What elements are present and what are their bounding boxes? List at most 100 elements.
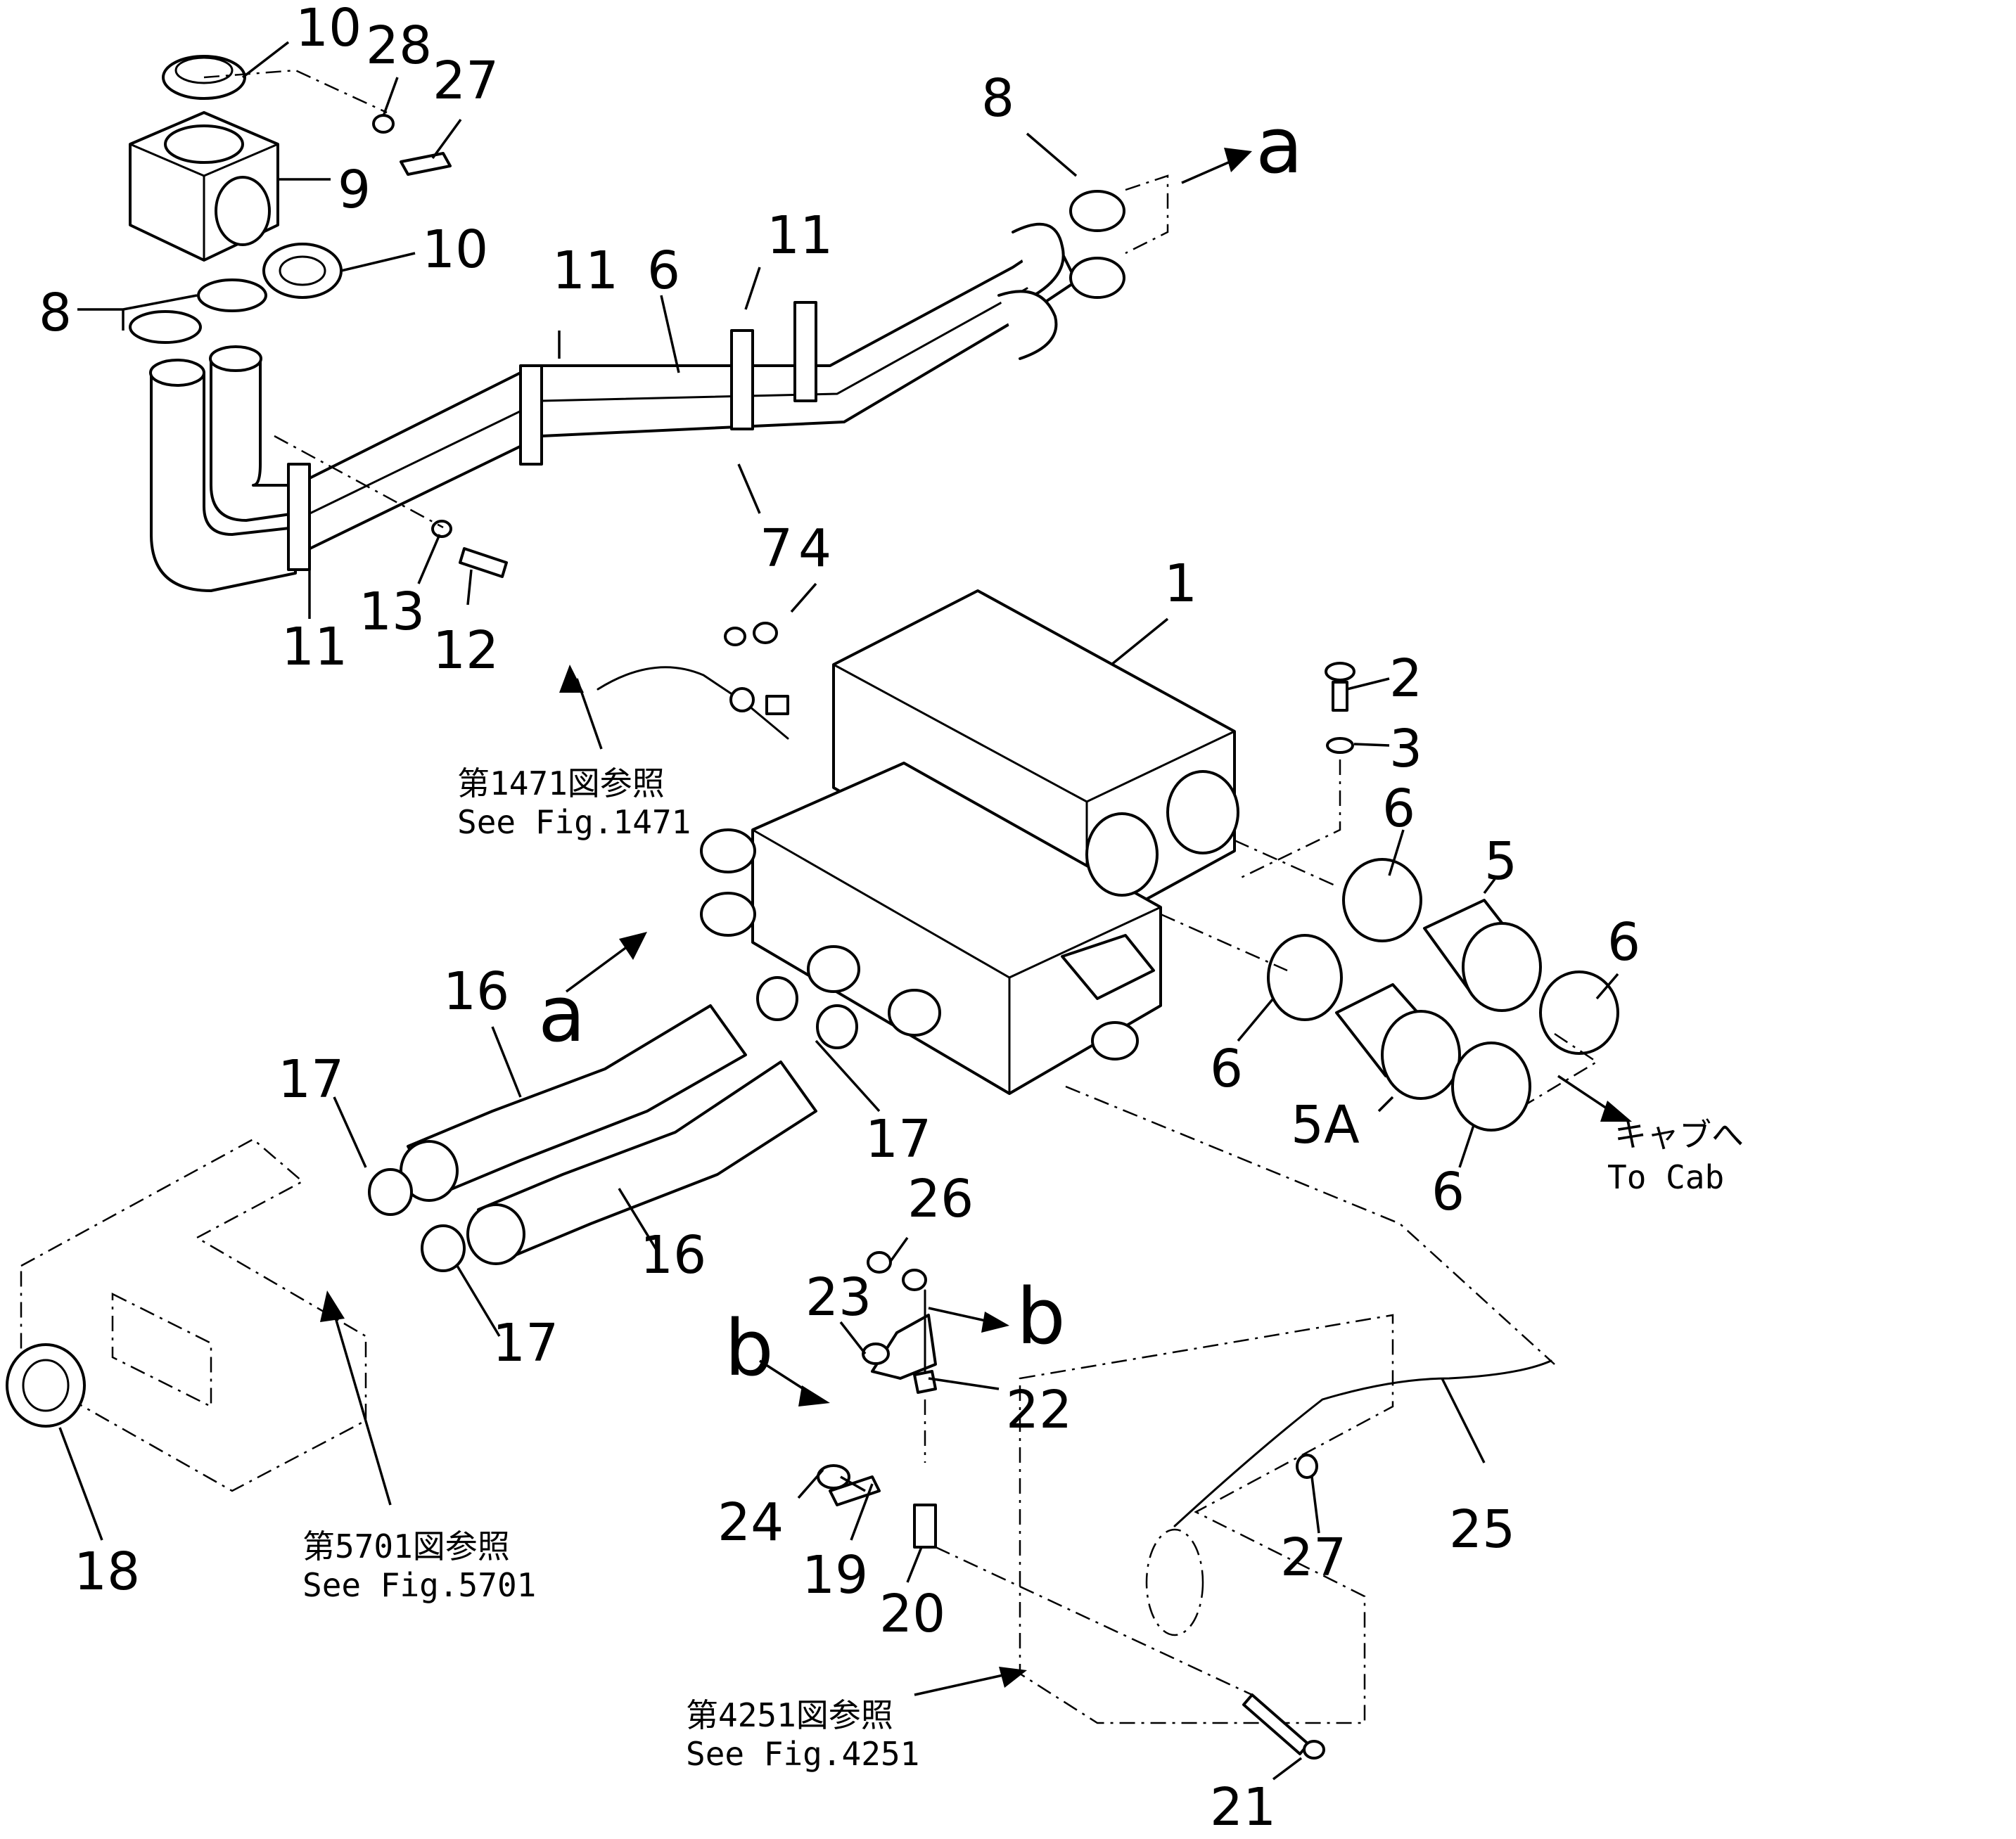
callout-9-left: 8 <box>39 283 72 343</box>
ref-1471-jp: 第1471図参照 <box>457 764 665 802</box>
outlet-round-b <box>1166 770 1239 854</box>
grommet-11-side <box>262 243 343 299</box>
callout-6-c: 6 <box>1210 1039 1243 1099</box>
washer-28 <box>372 114 395 134</box>
callout-6-d: 6 <box>1431 1162 1465 1222</box>
ref-5701-en: See Fig.5701 <box>302 1566 536 1604</box>
callout-28: 28 <box>366 15 432 76</box>
clamp-16-a <box>368 1168 413 1216</box>
band-12-a <box>519 364 543 466</box>
inlet-a <box>700 828 756 873</box>
connector-4 <box>724 627 746 646</box>
callout-12-b: 11 <box>767 205 833 266</box>
callout-16-c: 17 <box>865 1109 931 1170</box>
band-12-c <box>793 301 817 402</box>
callout-2: 2 <box>1389 648 1422 709</box>
bolt-22 <box>862 1343 890 1365</box>
clamp-9-right-a <box>1069 190 1125 232</box>
flow-letter-b-left: b <box>725 1303 774 1393</box>
pipe-elbow-left-outer <box>150 371 297 592</box>
clamp-9-right-b <box>1069 257 1125 299</box>
callout-20: 21 <box>1210 1777 1276 1838</box>
callout-27: 27 <box>433 51 499 111</box>
callout-10: 9 <box>338 160 371 220</box>
grommet-17 <box>6 1343 86 1428</box>
callout-12-c: 11 <box>281 617 347 677</box>
callout-7: 6 <box>647 241 680 301</box>
upper-duct-assembly <box>129 55 1169 592</box>
harness-wire <box>596 666 789 740</box>
callout-8: 7 <box>760 518 793 579</box>
callout-26: 27 <box>1280 1527 1346 1588</box>
callout-21: 22 <box>1006 1380 1072 1440</box>
bolt-20 <box>1242 1693 1310 1755</box>
control-cable-assembly <box>817 1085 1555 1760</box>
callout-15-a: 16 <box>443 961 509 1022</box>
callout-5: 5 <box>1484 831 1517 892</box>
clamp-6-a <box>1342 858 1422 942</box>
ref-4251-en: See Fig.4251 <box>686 1735 919 1773</box>
to-cab-en: To Cab <box>1607 1158 1724 1196</box>
callout-22: 23 <box>805 1267 872 1328</box>
frame-phantom-5701 <box>20 1138 367 1492</box>
flow-letter-b-right: b <box>1016 1271 1066 1361</box>
ref-5701-jp: 第5701図参照 <box>302 1527 510 1565</box>
callout-5A: 5A <box>1291 1095 1360 1155</box>
washer-3 <box>1326 737 1354 754</box>
flow-letters: a a b b <box>538 101 1303 1393</box>
flow-letter-a-left: a <box>538 969 585 1059</box>
water-valve <box>1061 934 1155 1000</box>
heater-lower-box <box>751 762 1162 1095</box>
callout-1: 1 <box>1164 553 1197 614</box>
callout-19: 20 <box>879 1584 945 1644</box>
callout-12-a: 11 <box>552 241 618 301</box>
leader-lines <box>58 41 1619 1781</box>
callout-24: 25 <box>1449 1499 1515 1560</box>
callout-11-side: 10 <box>422 219 488 280</box>
clamp-16-b <box>421 1224 466 1272</box>
cable-24 <box>1173 1359 1552 1527</box>
clamp-6-b <box>1267 934 1343 1021</box>
callout-15-b: 16 <box>640 1225 706 1286</box>
callout-18: 19 <box>802 1545 868 1606</box>
clamp-9-left-b <box>129 310 202 344</box>
ref-4251-jp: 第4251図参照 <box>686 1696 893 1734</box>
washer-14 <box>431 520 452 538</box>
callout-16-a: 17 <box>278 1049 344 1110</box>
outlet-round-a <box>1085 812 1159 897</box>
ref-1471-en: See Fig.1471 <box>457 803 691 841</box>
clamp-6-d <box>1451 1042 1531 1132</box>
heater-unit-1 <box>596 589 1239 1095</box>
callout-17: 18 <box>74 1542 140 1602</box>
grommet-26 <box>1296 1454 1318 1479</box>
clamp-16-d <box>816 1004 858 1049</box>
callout-11-top: 10 <box>295 0 362 58</box>
flow-letter-a-right: a <box>1256 101 1303 191</box>
clamp-16-c <box>756 976 798 1021</box>
callout-23: 24 <box>717 1492 784 1553</box>
callout-4: 4 <box>798 518 831 579</box>
callout-16-b: 17 <box>492 1313 559 1373</box>
arrowheads <box>320 148 1632 1688</box>
bolt-13 <box>459 547 508 578</box>
pin-19 <box>913 1504 937 1549</box>
to-cab-jp: キャブへ <box>1614 1116 1744 1154</box>
port-b <box>888 989 941 1037</box>
lower-duct-assembly <box>6 976 858 1492</box>
inlet-b <box>700 892 756 937</box>
outlet-ducts-to-cab <box>1160 662 1619 1132</box>
callout-13: 12 <box>433 620 499 681</box>
callout-9-right: 8 <box>981 68 1014 129</box>
clamp-9-left-a <box>197 278 267 312</box>
callout-25: 26 <box>907 1169 974 1229</box>
reference-notes: 第1471図参照 See Fig.1471 第5701図参照 See Fig.5… <box>302 764 1744 1773</box>
nut-23 <box>817 1464 850 1489</box>
clamp-6-c <box>1539 970 1619 1055</box>
callout-labels: 10 28 27 9 10 8 11 6 11 7 11 1 3 12 8 4 1… <box>39 0 1640 1838</box>
bolt-27 <box>400 152 452 176</box>
duct-15-lower <box>477 1061 817 1260</box>
callout-3: 3 <box>1389 719 1422 779</box>
band-12-b <box>730 329 754 430</box>
